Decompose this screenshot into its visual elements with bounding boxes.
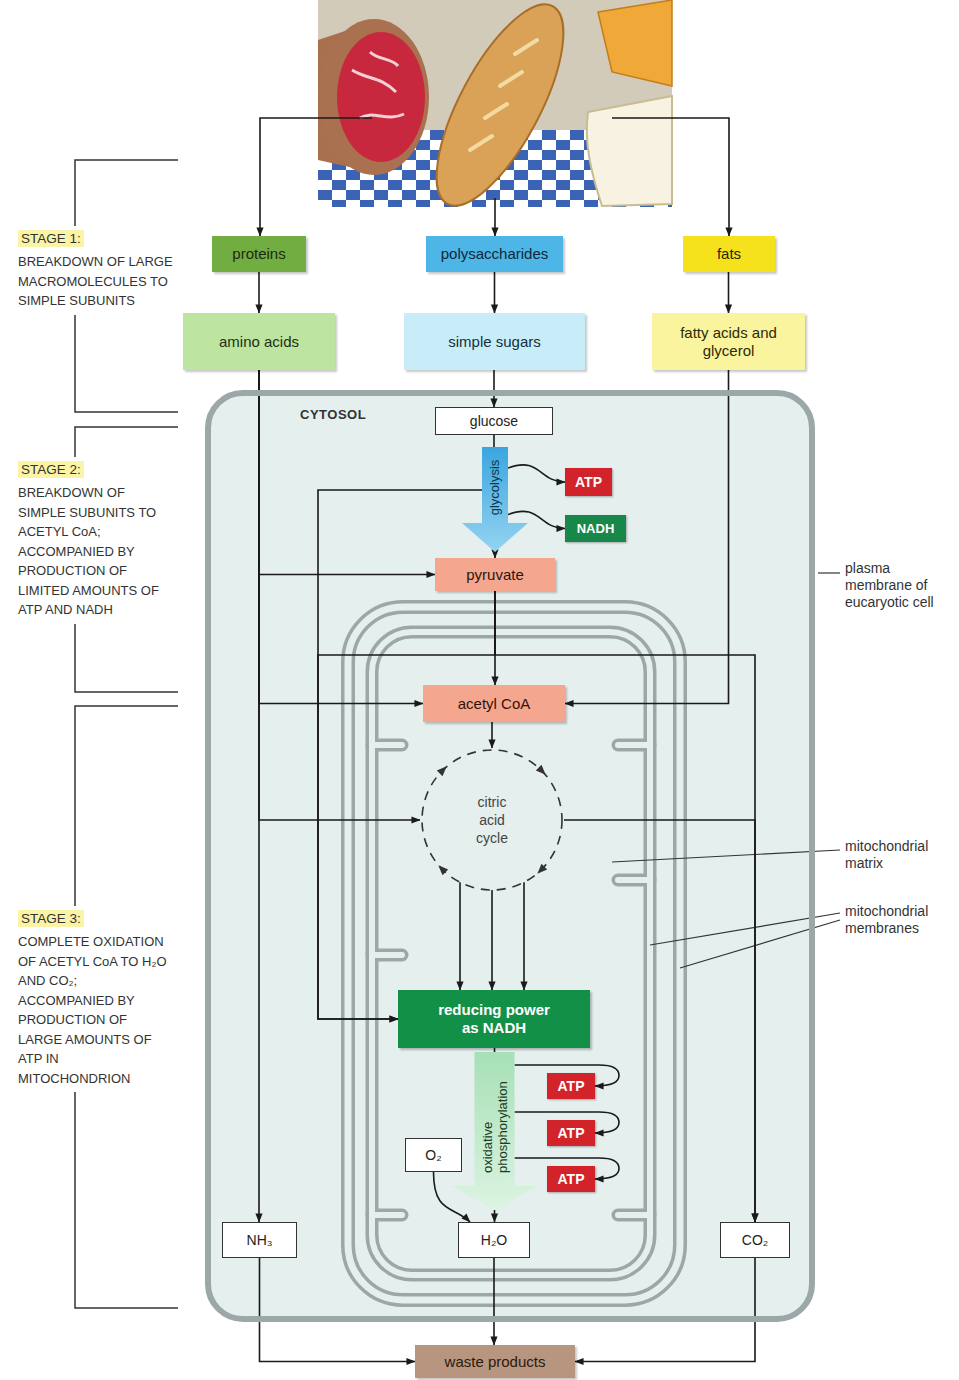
atp-box: ATP [547,1166,595,1192]
waste-box: waste products [415,1345,575,1378]
callout-label: plasma membrane of eucaryotic cell [845,560,945,611]
node-label: COMPLETE OXIDATION OF ACETYL CoA TO H₂O … [18,932,174,1088]
molecule-box: CO₂ [720,1222,790,1258]
connector-arrow [575,1258,755,1362]
node-label: BREAKDOWN OF LARGE MACROMOLECULES TO SIM… [18,252,174,311]
connector-arrow [508,465,565,482]
food-illustration [318,0,672,223]
connector-arrow [523,882,525,990]
connector-arrow [258,272,260,313]
connector-arrow [260,1258,416,1362]
node-label: proteins [232,245,285,263]
connector-arrow [318,591,495,1019]
leader-line [612,573,840,968]
node-label: waste products [445,1353,546,1371]
macromolecule-box: polysaccharides [426,236,563,272]
callout-label: mitochondrial membranes [845,903,959,937]
callout-label: mitochondrial matrix [845,838,955,872]
stage-bracket [75,160,178,1308]
node-label: CYTOSOL [300,407,366,422]
connector-arrow [493,435,495,447]
node-label: citric acid cycle [464,793,520,847]
node-label: H₂O [481,1232,507,1248]
atp-box: ATP [565,468,612,496]
node-label: ATP [558,1078,585,1094]
connector-arrow [259,370,435,575]
node-label: simple sugars [448,333,541,351]
connector-arrow [494,1210,496,1222]
nadh-box: reducing power as NADH [398,990,590,1048]
node-label: reducing power as NADH [428,1001,560,1037]
connector-arrow [259,370,420,820]
stage-heading: STAGE 1: [18,230,84,247]
connector-arrow [491,890,493,990]
molecule-box: glucose [435,407,553,435]
connector-arrow [491,722,493,748]
connector-arrow [565,370,729,704]
subunit-box: simple sugars [404,313,585,370]
stage-heading: STAGE 3: [18,910,84,927]
node-label: polysaccharides [441,245,549,263]
nadh-box: NADH [565,515,626,542]
node-label: oxidative phosphorylation [480,1061,510,1173]
callout-label-box: plasma membrane of eucaryotic cell [845,560,945,611]
connector-arrow [494,1048,496,1052]
subunit-box: amino acids [183,313,335,370]
node-label: ATP [558,1125,585,1141]
cell-region: CYTOSOLglucoseglycolysisATPNADHpyruvatea… [205,390,815,1322]
node-label: CO₂ [742,1232,768,1248]
node-label: glycolysis [488,460,503,516]
molecule-box: acetyl CoA [423,685,565,722]
node-label: O₂ [425,1147,441,1163]
connector-arrow [493,1258,495,1345]
node-label: glucose [470,413,518,429]
macromolecule-box: proteins [212,236,306,272]
node-label: ATP [558,1171,585,1187]
node-label: NADH [577,521,615,536]
node-label: ATP [575,474,602,490]
molecule-box: O₂ [405,1138,462,1172]
callout-label-box: mitochondrial membranes [845,903,959,937]
node-label: fatty acids and glycerol [658,324,799,360]
connector-arrow [564,820,755,1222]
atp-box: ATP [547,1073,595,1099]
connector-arrow [259,370,423,704]
connector-arrow [728,272,730,313]
food-arrow [260,118,729,236]
pathway-arrow: oxidative phosphorylation [452,1052,537,1210]
node-label: pyruvate [466,566,524,584]
cycle-circle: citric acid cycle [420,748,564,892]
stage-note: STAGE 1: BREAKDOWN OF LARGE MACROMOLECULE… [14,226,174,315]
molecule-box: H₂O [458,1222,530,1258]
connector-arrow [494,272,496,313]
macromolecule-box: fats [683,236,775,272]
connector-arrow [459,882,461,990]
mitochondrion [348,607,680,1300]
stage-note: STAGE 2: BREAKDOWN OF SIMPLE SUBUNITS TO … [14,457,174,624]
molecule-box: pyruvate [435,558,555,591]
node-label: acetyl CoA [458,695,531,713]
connector-arrow [493,370,495,407]
molecule-box: NH₃ [222,1222,297,1258]
callout-label-box: mitochondrial matrix [845,838,955,872]
atp-box: ATP [547,1120,595,1146]
connector-arrow [434,1172,471,1222]
connector-arrow [258,370,260,1222]
node-label: fats [717,245,741,263]
stage-note: STAGE 3: COMPLETE OXIDATION OF ACETYL CoA… [14,906,174,1092]
pathway-arrow: glycolysis [462,447,528,552]
node-label: BREAKDOWN OF SIMPLE SUBUNITS TO ACETYL C… [18,483,174,620]
stage-heading: STAGE 2: [18,461,84,478]
subunit-box: fatty acids and glycerol [652,313,805,370]
node-label: amino acids [219,333,299,351]
node-label: NH₃ [247,1232,273,1248]
